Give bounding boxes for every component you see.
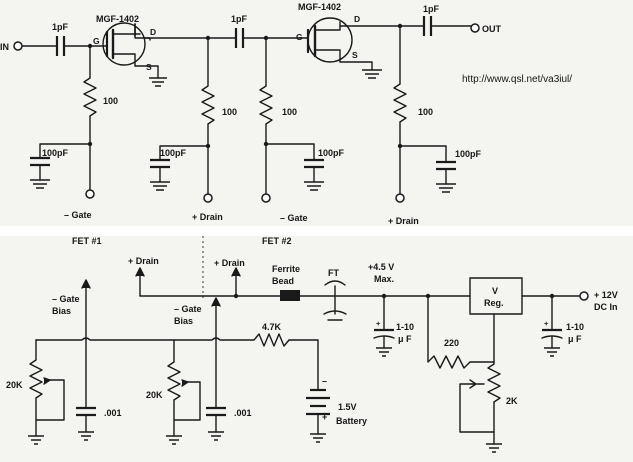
res-100-label-b: 100 [222,107,237,117]
gate-bias-label-b2: Bias [174,316,193,326]
voltage-regulator [469,277,523,315]
fet1-section-label: FET #1 [72,236,102,246]
res-4k7-label: 4.7K [262,322,282,332]
svg-text:+: + [376,319,381,328]
cap-uf-label-a1: 1-10 [396,322,414,332]
input-filter-capacitor: + [541,295,563,357]
drain-supply: + + [135,267,589,453]
gate-bias-supply [28,279,330,445]
fet1-transistor [102,22,167,87]
output-filter-capacitor: + [373,295,395,357]
battery [306,388,330,443]
res-100-label-d: 100 [418,107,433,117]
drain1-bias-network [150,37,215,203]
battery-label: Battery [336,416,367,426]
feedthrough-capacitor [323,280,347,321]
gate-bias-label-a2: Bias [52,306,71,316]
fet2-source-label: S [352,50,358,60]
cap-001-label-a: .001 [104,408,122,418]
pot-20k-a [28,339,65,445]
drain-supply-label-b: + Drain [214,258,245,268]
output-terminal[interactable] [470,23,480,33]
dc-input-terminal[interactable] [579,291,589,301]
cap-uf-label-b2: μ F [568,334,582,344]
fet2-section-label: FET #2 [262,236,292,246]
res-100-label-a: 100 [103,96,118,106]
ferrite-label-a: Ferrite [272,264,300,274]
svg-text:+: + [544,319,549,328]
cap-100pf-label-d: 100pF [455,149,482,159]
drain2-bias-network [393,25,456,203]
feedthrough-label: FT [328,268,339,278]
drain-terminal-label-b: + Drain [388,216,419,226]
section-divider [0,226,633,236]
fet2-gate-label: G [296,32,303,42]
fet2-drain-label: D [354,14,360,24]
drain-terminal-label-a: + Drain [192,212,223,222]
ferrite-label-b: Bead [272,276,294,286]
cap-1pf-label-a: 1pF [52,22,69,32]
gate-terminal-label-a: – Gate [64,210,92,220]
gate-bias-label-a1: – Gate [52,294,80,304]
bypass-capacitor-a [76,339,96,441]
dc-input-label-2: DC In [594,302,618,312]
fet2-type-label: MGF-1402 [298,2,341,12]
fet1-gate-label: G [93,36,100,46]
gate-terminal-label-b: – Gate [280,213,308,223]
cap-001-label-b: .001 [234,408,252,418]
pot-20k-label-a: 20K [6,380,23,390]
cap-uf-label-a2: μ F [398,334,412,344]
url-label: http://www.qsl.net/va3iul/ [462,74,572,85]
fet1-drain-label: D [150,27,156,37]
input-label: IN [0,42,9,52]
dc-input-label-1: + 12V [594,290,618,300]
input-terminal[interactable] [13,41,23,51]
cap-uf-label-b1: 1-10 [566,322,584,332]
fet1-type-label: MGF-1402 [96,14,139,24]
input-capacitor [55,36,66,56]
drain-supply-label-a: + Drain [128,256,159,266]
voltage-max-label-a: +4.5 V [368,262,394,272]
cap-100pf-label-a: 100pF [42,148,69,158]
voltage-max-label-b: Max. [374,274,394,284]
gate-bias-label-b1: – Gate [174,304,202,314]
res-100-label-c: 100 [282,107,297,117]
cap-1pf-label-c: 1pF [423,4,440,14]
fet2-transistor [306,17,382,79]
vreg-label-1: V [492,286,498,296]
vreg-label-2: Reg. [484,298,504,308]
gate2-bias-network [259,37,324,203]
battery-plus-label: + [322,412,327,422]
fet1-source-label: S [146,62,152,72]
ferrite-bead [280,290,300,301]
cap-1pf-label-b: 1pF [231,14,248,24]
pot-2k [459,363,502,453]
output-capacitor [422,16,433,36]
battery-minus-label: – [322,376,327,386]
interstage-capacitor [234,28,245,48]
pot-20k-b [166,339,201,445]
cap-100pf-label-b: 100pF [160,148,187,158]
bypass-capacitor-b [206,339,226,441]
res-220-label: 220 [444,338,459,348]
battery-voltage-label: 1.5V [338,402,357,412]
gate1-bias-network [30,45,97,199]
pot-20k-label-b: 20K [146,390,163,400]
cap-100pf-label-c: 100pF [318,148,345,158]
pot-2k-label: 2K [506,396,518,406]
output-label: OUT [482,24,502,34]
lna-circuit [13,16,480,203]
